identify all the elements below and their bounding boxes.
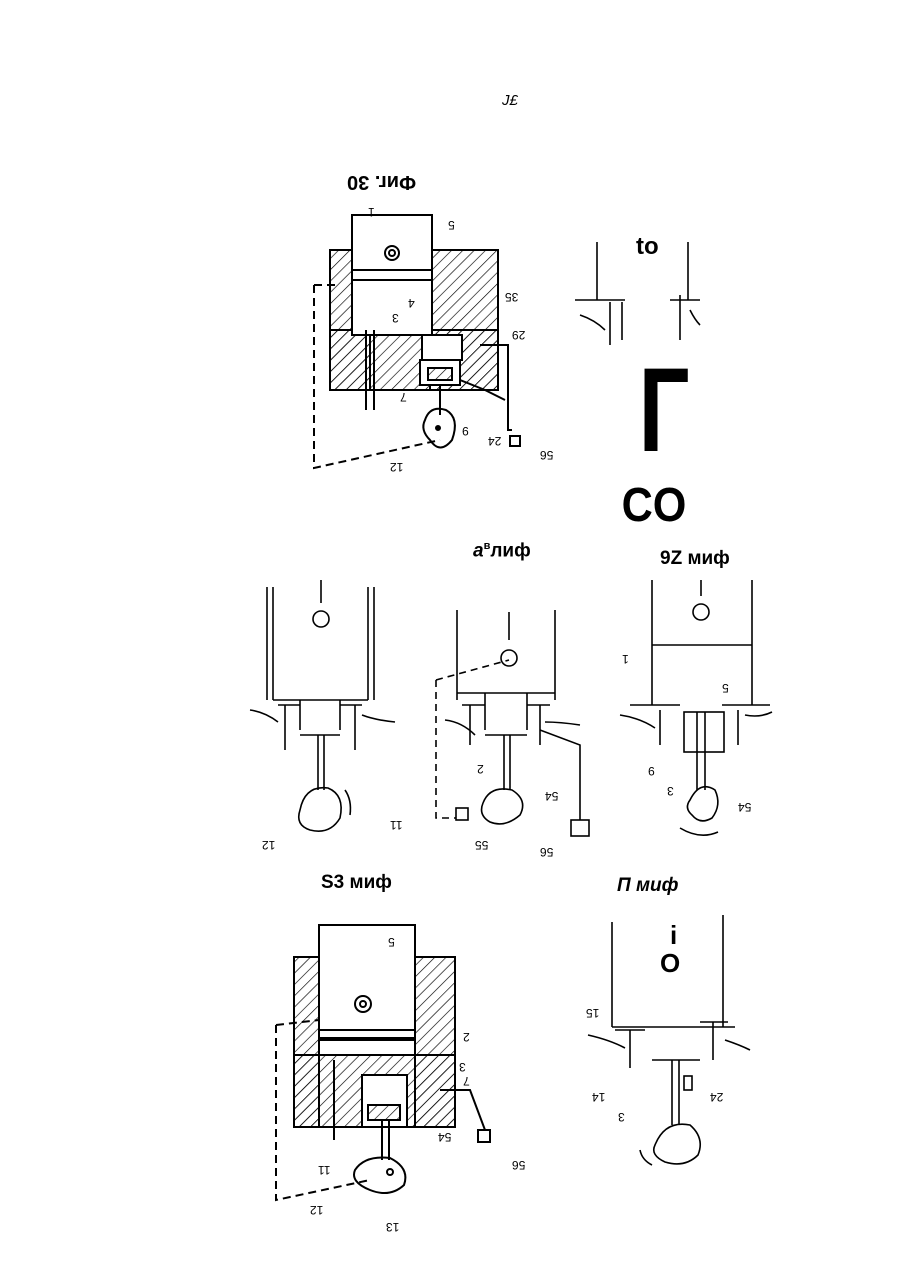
fig-mid-left-label: 12 [262, 838, 275, 852]
fig30-label: 9 [462, 424, 469, 438]
fig-bottom-right-label: 3 [618, 1110, 625, 1124]
fig-bottom-right-mark: O [660, 948, 688, 979]
fig-bottom-left-label: 7 [463, 1074, 470, 1088]
fig-mid-center-label: 55 [475, 838, 488, 852]
fig-bottom-right-label: 24 [710, 1090, 723, 1104]
fig-bottom-left-label: 3 [459, 1060, 466, 1074]
fig-mid-center-label: 56 [540, 845, 553, 859]
fig-mid-right-label: 9 [648, 764, 655, 778]
fig-bottom-left-label: 5 [388, 935, 395, 949]
fig-mid-right-label: 1 [622, 652, 629, 666]
fig30-label: 12 [390, 460, 403, 474]
fig-mid-right-label: 5 [722, 681, 729, 695]
fig-mid-center-label: 54 [545, 789, 558, 803]
fig-mid-right-label: 54 [738, 800, 751, 814]
fig30-caption: Фиг. 30 [347, 170, 416, 193]
fig-mid-left-drawing [250, 580, 395, 831]
fig30-drawing [314, 215, 520, 468]
fig30-label: 4 [408, 296, 415, 310]
caption-prefix: a [473, 540, 484, 561]
fig-bottom-right-label: 15 [586, 1006, 599, 1020]
fig30-label: 24 [488, 434, 501, 448]
fig30-label: 3 [392, 311, 399, 325]
fig-mid-center-label: 11 [390, 818, 402, 832]
fig30-label: 29 [512, 328, 525, 342]
fig-bottom-right-label: 14 [592, 1090, 605, 1104]
fig-bottom-left-label: 56 [512, 1158, 525, 1172]
fig30-label: 7 [400, 390, 407, 404]
fig30-label: 56 [540, 448, 553, 462]
fig-bottom-right-caption: П миф [617, 875, 678, 897]
fig-mid-center-caption: aвлиф [473, 540, 531, 562]
fig-bottom-right-mark-i: i [670, 920, 677, 951]
fig30-label: 35 [505, 290, 518, 304]
fig-mid-right-caption: 9Z миф [660, 548, 730, 570]
fig-mid-right-label: 3 [667, 784, 674, 798]
fig-bottom-left-label: 13 [386, 1220, 399, 1234]
fig-mid-center-drawing [436, 610, 589, 836]
fig-mid-right-drawing [620, 580, 772, 835]
caption-main: лиф [490, 540, 530, 561]
fig-bottom-left-caption: S3 миф [321, 872, 392, 894]
fig30-label: 5 [448, 218, 455, 232]
fig-bottom-left-label: 11 [318, 1163, 330, 1177]
fig-top-right-big-mark: Г [639, 350, 690, 470]
fig-bottom-left-label: 2 [463, 1030, 470, 1044]
fig-mid-center-label: 2 [477, 762, 484, 776]
fig-top-right-mark: to [636, 233, 659, 261]
fig-top-right-co-mark: CO [622, 480, 687, 532]
fig30-label: 1 [368, 205, 375, 219]
fig-bottom-left-label: 54 [438, 1130, 451, 1144]
fig-bottom-left-label: 12 [310, 1203, 323, 1217]
